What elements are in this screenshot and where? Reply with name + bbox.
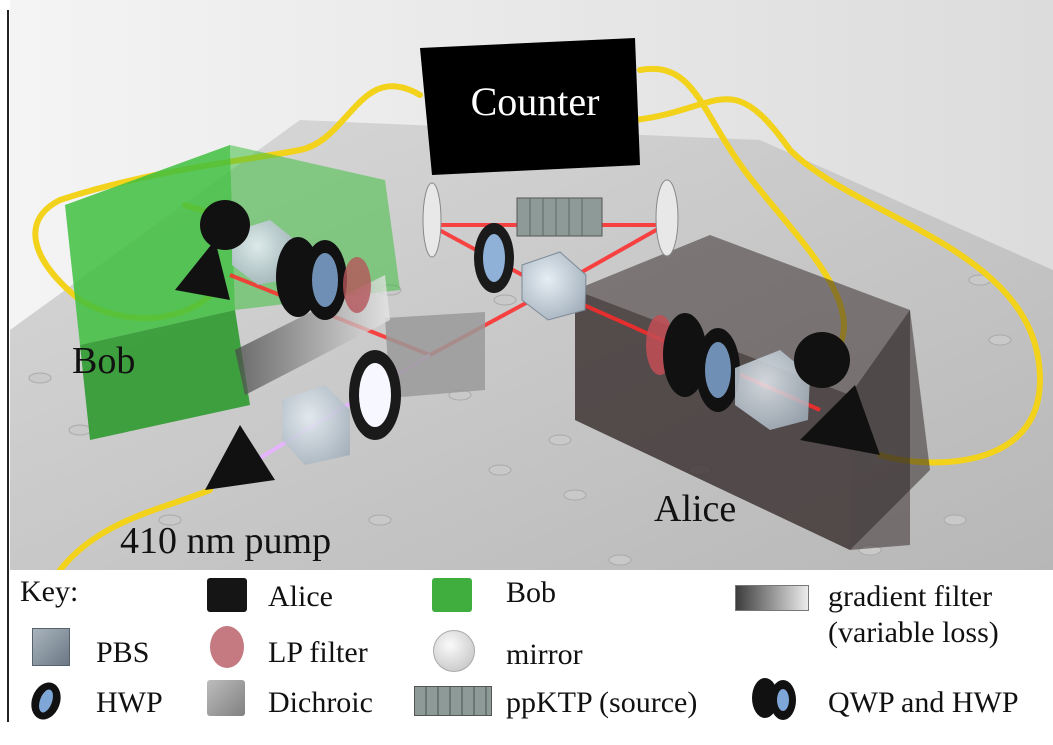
gradient-filter-icon [735, 585, 809, 611]
pump-pbs [282, 385, 350, 465]
pump-label: 410 nm pump [120, 520, 332, 562]
ppktp-crystal [516, 197, 603, 237]
pbs-cube-icon [32, 628, 70, 666]
legend-dichroic: Dichroic [268, 686, 373, 719]
bob-coupler [175, 240, 230, 300]
fiber-alice-counter [632, 96, 1044, 466]
bob-box-swatch-icon [432, 578, 472, 612]
pump-coupler [205, 425, 275, 490]
legend-bob: Bob [506, 576, 557, 609]
lp-filter-icon [210, 626, 244, 668]
bob-detector-top [200, 200, 250, 250]
fiber-pump [57, 487, 213, 570]
legend-mirror: mirror [506, 638, 583, 671]
legend-title: Key: [20, 575, 79, 608]
left-border-line [7, 10, 9, 722]
legend-variable-loss: (variable loss) [828, 616, 999, 649]
mirror-icon [433, 630, 475, 672]
alice-qwp [663, 313, 707, 397]
bob-label: Bob [72, 340, 136, 382]
dichroic-mirror [385, 312, 485, 398]
ppktp-crystal-icon [414, 686, 492, 716]
bob-lp-filter [343, 257, 371, 313]
counter-box [420, 38, 640, 175]
alice-coupler [800, 385, 880, 455]
qwp-hwp-icon [752, 678, 802, 720]
alice-label: Alice [654, 488, 737, 530]
legend-lp-filter: LP filter [268, 636, 368, 669]
dichroic-icon [207, 680, 245, 716]
legend-ppktp: ppKTP (source) [506, 686, 698, 719]
alice-pbs [735, 350, 810, 430]
mirror-left [422, 182, 442, 258]
legend-gradient-filter: gradient filter [828, 580, 993, 613]
legend-pbs: PBS [96, 636, 150, 669]
hwp-icon [26, 678, 66, 724]
source-pbs [521, 251, 587, 321]
alice-detector-top [794, 332, 850, 388]
experiment-scene: Counter [10, 0, 1053, 570]
legend-alice: Alice [268, 580, 333, 613]
counter-label: Counter [471, 79, 600, 124]
legend-hwp: HWP [96, 686, 163, 719]
alice-box-swatch-icon [207, 578, 247, 612]
legend-qwp-hwp: QWP and HWP [828, 686, 1019, 719]
mirror-right [655, 179, 679, 257]
